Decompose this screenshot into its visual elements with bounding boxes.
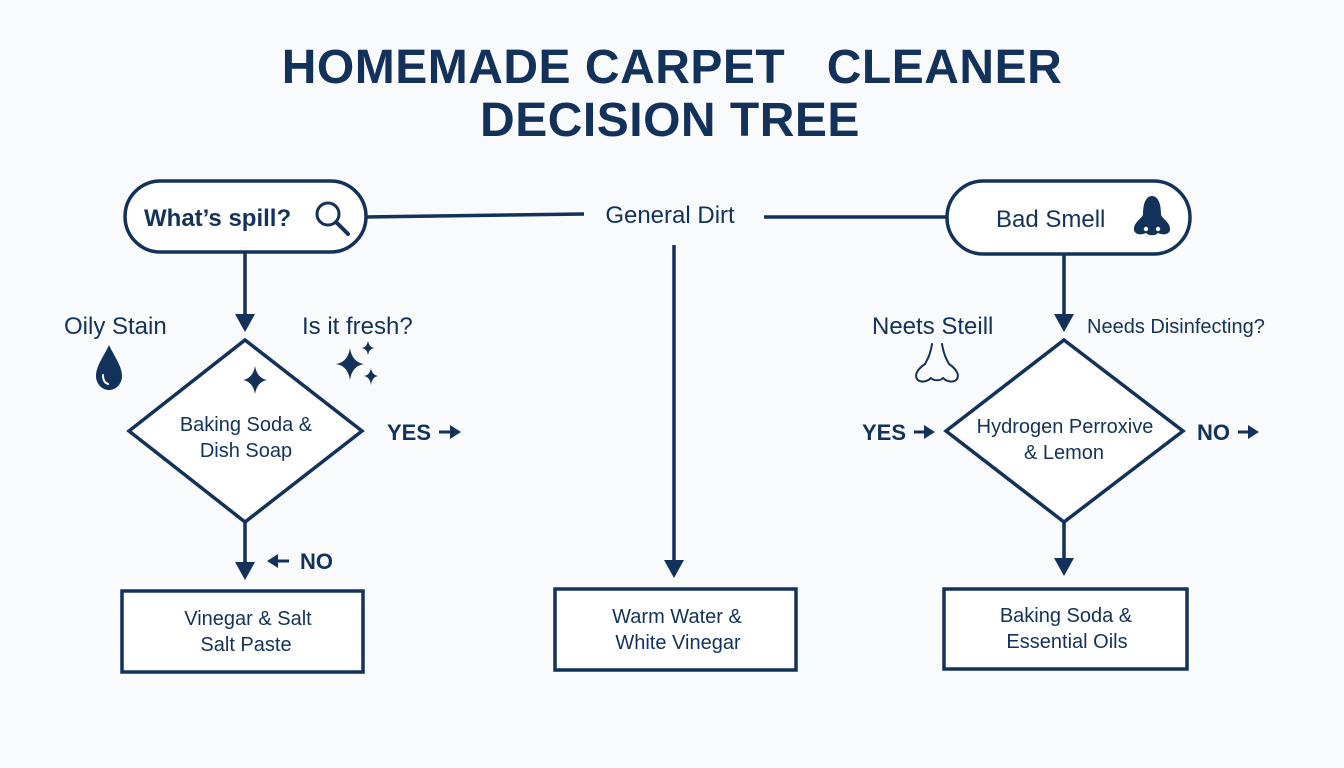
arrow-left-diamond-to-box	[235, 522, 255, 580]
outcome-box-center: Warm Water & White Vinegar	[553, 587, 798, 672]
diamond-left-line2: Dish Soap	[200, 440, 292, 462]
box-left-line1: Vinegar & Salt	[184, 608, 312, 630]
nose-outline-icon	[915, 343, 959, 383]
connector-start-to-general	[365, 212, 585, 219]
neets-steill-label: Neets Steill	[872, 313, 993, 340]
outcome-box-left: Vinegar & Salt Salt Paste	[120, 589, 365, 674]
arrow-right-icon	[439, 425, 461, 439]
box-left-line2: Salt Paste	[200, 634, 291, 656]
left-no-label: NO	[300, 549, 333, 574]
outcome-box-right: Baking Soda & Essential Oils	[942, 587, 1189, 671]
arrow-right-icon	[1238, 425, 1259, 439]
droplet-highlight	[102, 374, 109, 385]
branch-left-no: NO	[267, 549, 333, 574]
start-label: What’s spill?	[144, 205, 291, 232]
diamond-right-shape	[943, 337, 1186, 525]
arrow-left-icon	[267, 554, 289, 568]
arrow-general-to-center-box	[664, 245, 684, 578]
box-center-line1: Warm Water &	[612, 606, 742, 628]
arrow-start-to-left-diamond	[235, 252, 255, 332]
box-right-line1: Baking Soda &	[1000, 605, 1133, 627]
branch-right-yes: YES	[862, 420, 935, 445]
node-bad-smell: Bad Smell	[945, 179, 1192, 256]
bad-smell-label: Bad Smell	[996, 206, 1105, 233]
arrows	[235, 245, 1074, 580]
node-diamond-left: Baking Soda & Dish Soap	[126, 337, 365, 525]
diamond-right-line2: & Lemon	[1024, 442, 1104, 464]
magnifier-icon	[315, 201, 350, 236]
branch-right-no: NO	[1197, 420, 1259, 445]
droplet-icon	[96, 345, 122, 390]
left-yes-label: YES	[387, 420, 431, 445]
bad-smell-pill	[945, 179, 1192, 256]
diamond-left-line1: Baking Soda &	[180, 414, 313, 436]
nose-icon	[1133, 196, 1171, 236]
node-start: What’s spill?	[123, 179, 368, 254]
diamond-right-line1: Hydrogen Perroxive	[977, 416, 1154, 438]
general-dirt-label: General Dirt	[605, 202, 735, 229]
box-center-line2: White Vinegar	[615, 632, 741, 654]
diamond-left-shape	[126, 337, 365, 525]
node-diamond-right: Hydrogen Perroxive & Lemon	[943, 337, 1186, 525]
sparkles-icon	[336, 341, 378, 385]
arrow-smell-to-right-diamond	[1054, 255, 1074, 332]
box-right-line2: Essential Oils	[1006, 631, 1127, 653]
branch-left-yes: YES	[387, 420, 461, 445]
is-fresh-label: Is it fresh?	[302, 313, 413, 340]
title-line-2: DECISION TREE	[480, 94, 860, 147]
arrow-right-icon	[914, 425, 935, 439]
right-yes-label: YES	[862, 420, 906, 445]
right-no-label: NO	[1197, 420, 1230, 445]
needs-disinfecting-label: Needs Disinfecting?	[1087, 316, 1265, 338]
connectors	[365, 212, 947, 219]
start-pill	[123, 179, 368, 254]
title-line-1: HOMEMADE CARPET CLEANER	[281, 41, 1063, 94]
sparkle-icon	[243, 366, 267, 394]
arrow-right-diamond-to-box	[1054, 522, 1074, 576]
oily-stain-label: Oily Stain	[64, 313, 167, 340]
